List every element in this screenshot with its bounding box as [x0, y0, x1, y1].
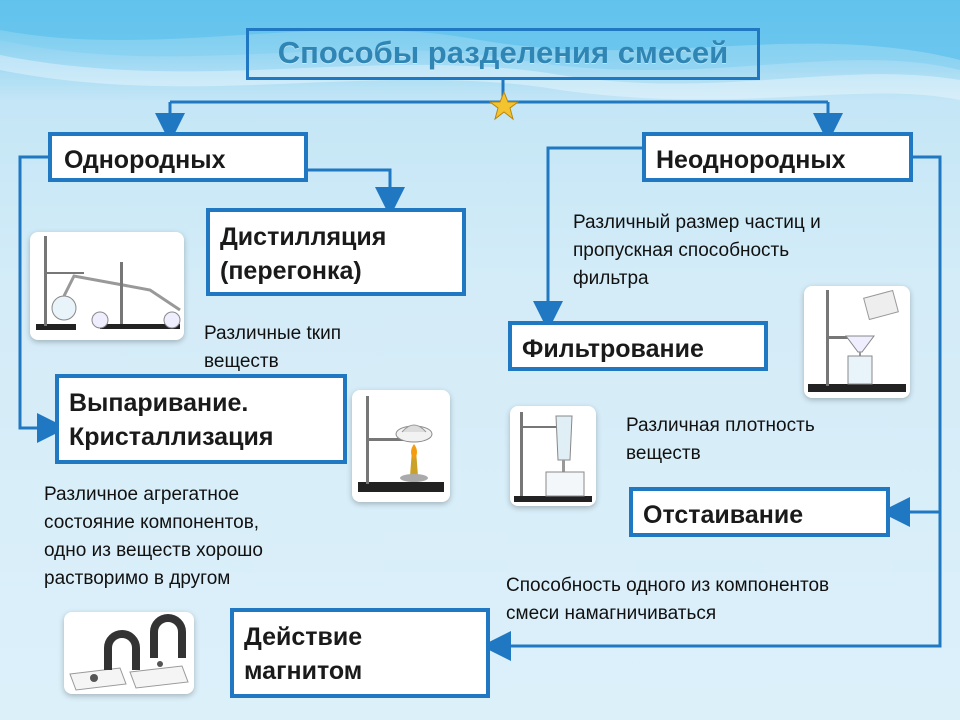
filtration-box: Фильтрование: [508, 321, 768, 371]
filtration-description: Различный размер частиц и пропускная спо…: [573, 212, 821, 289]
distillation-description: Различные tкип веществ: [204, 323, 341, 372]
distillation-label-2: (перегонка): [220, 257, 362, 285]
heterogeneous-label: Неоднородных: [656, 146, 846, 174]
magnet-label-1: Действие: [244, 623, 363, 651]
evaporation-description: Различное агрегатное состояние компонент…: [44, 484, 263, 589]
diagram-title: Способы разделения смесей: [277, 35, 729, 70]
evaporation-box: Выпаривание. Кристаллизация: [55, 374, 347, 464]
title-frame: [246, 28, 760, 80]
filtration-apparatus-image: [804, 286, 910, 398]
distillation-box: Дистилляция (перегонка): [206, 208, 466, 296]
star-icon: [489, 91, 519, 121]
magnet-label-2: магнитом: [244, 657, 363, 685]
settling-description: Различная плотность веществ: [626, 415, 815, 464]
distillation-apparatus-image: [30, 232, 184, 340]
homogeneous-label: Однородных: [64, 146, 226, 174]
magnets-image: [64, 612, 194, 694]
evaporation-label-1: Выпаривание.: [69, 389, 249, 417]
evaporation-apparatus-image: [352, 390, 450, 502]
evaporation-label-2: Кристаллизация: [69, 423, 274, 451]
homogeneous-box: Однородных: [48, 132, 308, 182]
heterogeneous-box: Неоднородных: [642, 132, 913, 182]
magnet-box: Действие магнитом: [230, 608, 490, 698]
distillation-label-1: Дистилляция: [220, 223, 387, 251]
settling-label: Отстаивание: [643, 501, 804, 529]
filtration-label: Фильтрование: [522, 335, 704, 363]
settling-box: Отстаивание: [629, 487, 890, 537]
magnet-description: Способность одного из компонентов смеси …: [506, 575, 830, 624]
settling-funnel-image: [510, 406, 596, 506]
